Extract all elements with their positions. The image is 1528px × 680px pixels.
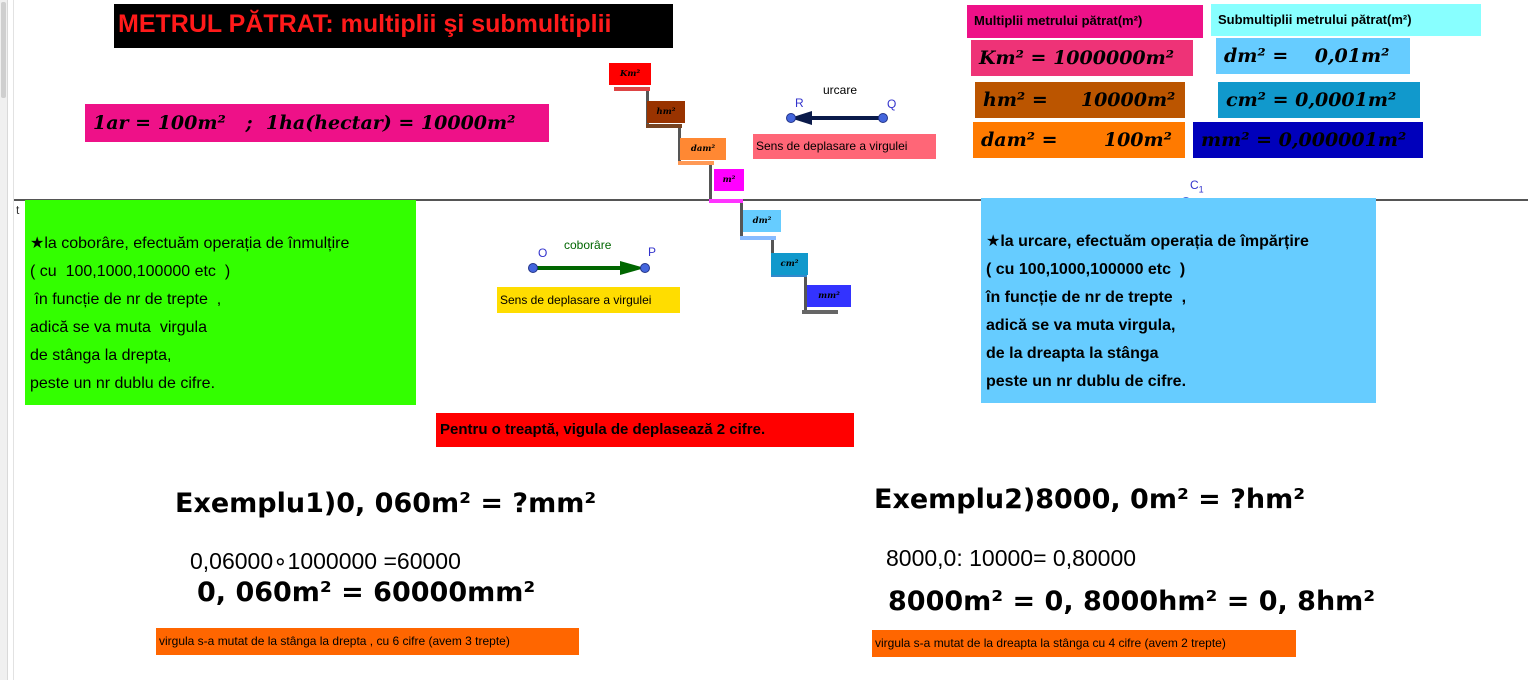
coborare-arrow[interactable] <box>524 258 654 278</box>
equation-cm2[interactable]: cm² = 0,0001m² <box>1218 82 1420 118</box>
stair-tread <box>614 87 650 91</box>
stair-tread <box>678 161 714 165</box>
stair-riser <box>709 162 712 200</box>
example2-calculation[interactable]: 8000,0: 10000= 0,80000 <box>886 545 1137 571</box>
example1-note[interactable]: virgula s-a mutat de la stânga la drepta… <box>156 628 579 655</box>
coborare-line: ★la coborâre, efectuăm operația de înmul… <box>30 235 350 252</box>
stair-tread <box>740 236 776 240</box>
stair-riser <box>678 124 681 164</box>
canvas-edge <box>13 0 14 680</box>
stair-tread <box>709 199 743 203</box>
formula-ar-ha[interactable]: 1ar = 100m² ; 1ha(hectar) = 10000m² <box>85 104 549 142</box>
urcare-line: adică se va muta virgula, <box>986 317 1176 334</box>
stair-riser <box>740 200 743 238</box>
coborare-line: de stânga la drepta, <box>30 347 172 364</box>
coborare-line: adică se va muta virgula <box>30 319 207 336</box>
equation-dm2[interactable]: dm² = 0,01m² <box>1216 38 1410 74</box>
sens-coborare-label[interactable]: Sens de deplasare a virgulei <box>497 287 680 313</box>
stair-tread <box>646 124 682 128</box>
stair-label-hm2[interactable]: hm² <box>647 101 685 123</box>
point-label-c: C1 <box>1190 178 1204 195</box>
stair-label-dam2[interactable]: dam² <box>680 138 726 160</box>
example2-result[interactable]: 8000m² = 0, 8000hm² = 0, 8hm² <box>888 586 1376 617</box>
axis-line-t[interactable] <box>14 199 1528 201</box>
example1-calculation[interactable]: 0,06000∘1000000 =60000 <box>190 548 461 574</box>
stair-label-mm2[interactable]: mm² <box>807 285 851 307</box>
point-label-p: P <box>648 245 657 259</box>
urcare-label: urcare <box>823 83 858 97</box>
axis-label: t <box>16 203 20 217</box>
step-note[interactable]: Pentru o treaptă, vigula de deplasează 2… <box>436 413 854 447</box>
coborare-line: ( cu 100,1000,100000 etc ) <box>30 263 231 280</box>
equation-km2[interactable]: Km² = 1000000m² <box>971 40 1193 76</box>
example1-result[interactable]: 0, 060m² = 60000mm² <box>197 577 536 608</box>
urcare-line: ★la urcare, efectuăm operația de împărți… <box>986 233 1309 250</box>
coborare-label: coborâre <box>564 238 612 252</box>
point-label-r: R <box>795 96 804 110</box>
submultiples-header[interactable]: Submultiplii metrului pătrat(m²) <box>1211 4 1481 36</box>
urcare-line: în funcție de nr de trepte , <box>986 289 1187 306</box>
example2-title[interactable]: Exemplu2)8000, 0m² = ?hm² <box>874 484 1306 515</box>
stair-label-dm2[interactable]: dm² <box>743 210 781 232</box>
point-label-o: O <box>538 246 548 260</box>
sens-urcare-label[interactable]: Sens de deplasare a virgulei <box>753 134 936 159</box>
multiples-header[interactable]: Multiplii metrului pătrat(m²) <box>967 5 1203 38</box>
stair-tread <box>771 273 807 277</box>
stair-label-km2[interactable]: Km² <box>609 63 651 85</box>
urcare-explanation: ★la urcare, efectuăm operația de împărți… <box>981 198 1376 403</box>
urcare-arrow[interactable] <box>782 108 892 128</box>
equation-mm2[interactable]: mm² = 0,000001m² <box>1193 122 1423 158</box>
urcare-line: peste un nr dublu de cifre. <box>986 373 1187 390</box>
page-title: METRUL PĂTRAT: multiplii şi submultiplii <box>114 4 673 48</box>
urcare-line: de la dreapta la stânga <box>986 345 1159 362</box>
coborare-line: în funcție de nr de trepte , <box>30 291 222 308</box>
equation-dam2[interactable]: dam² = 100m² <box>973 122 1185 158</box>
stair-tread <box>802 310 838 314</box>
example1-title[interactable]: Exemplu1)0, 060m² = ?mm² <box>175 488 597 519</box>
vertical-scrollbar[interactable] <box>0 0 8 680</box>
stair-label-cm2[interactable]: cm² <box>771 253 808 275</box>
example2-note[interactable]: virgula s-a mutat de la dreapta la stâng… <box>872 630 1296 657</box>
coborare-line: peste un nr dublu de cifre. <box>30 375 216 392</box>
scrollbar-thumb[interactable] <box>1 2 6 98</box>
stair-label-m2[interactable]: m² <box>714 169 744 191</box>
equation-hm2[interactable]: hm² = 10000m² <box>975 82 1185 118</box>
coborare-explanation: ★la coborâre, efectuăm operația de înmul… <box>25 200 416 405</box>
urcare-line: ( cu 100,1000,100000 etc ) <box>986 261 1186 278</box>
point-label-q: Q <box>887 97 897 111</box>
stair-riser <box>804 274 807 312</box>
